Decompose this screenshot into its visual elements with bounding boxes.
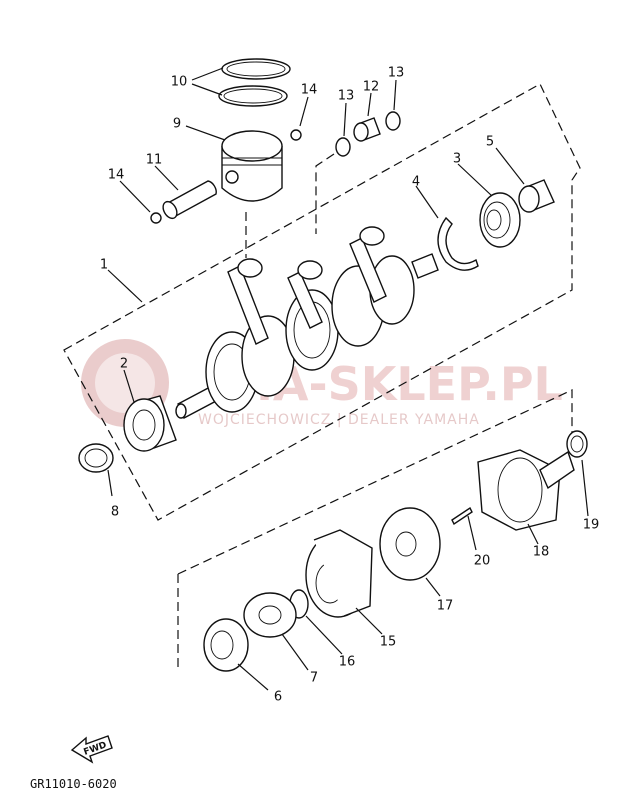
forward-direction-arrow: FWD <box>70 735 113 764</box>
callout-19: 19 <box>583 518 600 533</box>
callout-7: 7 <box>310 671 318 686</box>
circlip-left <box>150 212 162 224</box>
callout-20: 20 <box>474 554 491 569</box>
crankshaft <box>175 226 439 419</box>
callout-2: 2 <box>120 357 128 372</box>
bearing-3 <box>479 192 521 248</box>
pump-housing-15 <box>305 529 373 618</box>
callout-18: 18 <box>533 545 550 560</box>
callout-13-left: 13 <box>338 89 355 104</box>
callout-15: 15 <box>380 635 397 650</box>
callout-10: 10 <box>171 75 188 90</box>
callout-1: 1 <box>100 258 108 273</box>
callout-14-left: 14 <box>108 168 125 183</box>
callout-17: 17 <box>437 599 454 614</box>
plate-7 <box>243 592 297 638</box>
callout-3: 3 <box>453 152 461 167</box>
bearing-2 <box>123 395 177 452</box>
seal-6 <box>203 618 249 672</box>
impeller-18 <box>477 449 575 531</box>
callout-9: 9 <box>173 117 181 132</box>
leader-lines <box>107 67 589 691</box>
piston <box>221 130 283 202</box>
small-end-bearing <box>353 117 381 142</box>
callout-8: 8 <box>111 505 119 520</box>
rotor-17 <box>379 507 441 581</box>
washer-13-right <box>385 111 401 131</box>
washer-13-left <box>335 137 351 157</box>
callout-12: 12 <box>363 80 380 95</box>
piston-pin <box>162 180 217 220</box>
oil-seal-19 <box>566 430 588 458</box>
callout-5: 5 <box>486 135 494 150</box>
diagram-code: GR11010-6020 <box>30 777 117 791</box>
circlip-4 <box>437 216 479 271</box>
circlip-right <box>290 129 302 141</box>
callout-6: 6 <box>274 690 282 705</box>
callout-14-right: 14 <box>301 83 318 98</box>
small-end-link-line <box>315 153 335 234</box>
piston-rings <box>218 58 291 107</box>
callout-16: 16 <box>339 655 356 670</box>
oil-seal-8 <box>78 443 114 473</box>
callout-11: 11 <box>146 153 163 168</box>
crank-assembly-boundary <box>63 83 581 521</box>
callout-labels: 10 9 14 13 12 13 11 14 4 3 5 1 2 8 6 7 1… <box>100 66 599 705</box>
callout-13-right: 13 <box>388 66 405 81</box>
pin-20 <box>451 506 473 526</box>
bearing-5 <box>518 179 555 213</box>
callout-4: 4 <box>412 175 420 190</box>
pump-assembly-boundary <box>177 389 573 672</box>
